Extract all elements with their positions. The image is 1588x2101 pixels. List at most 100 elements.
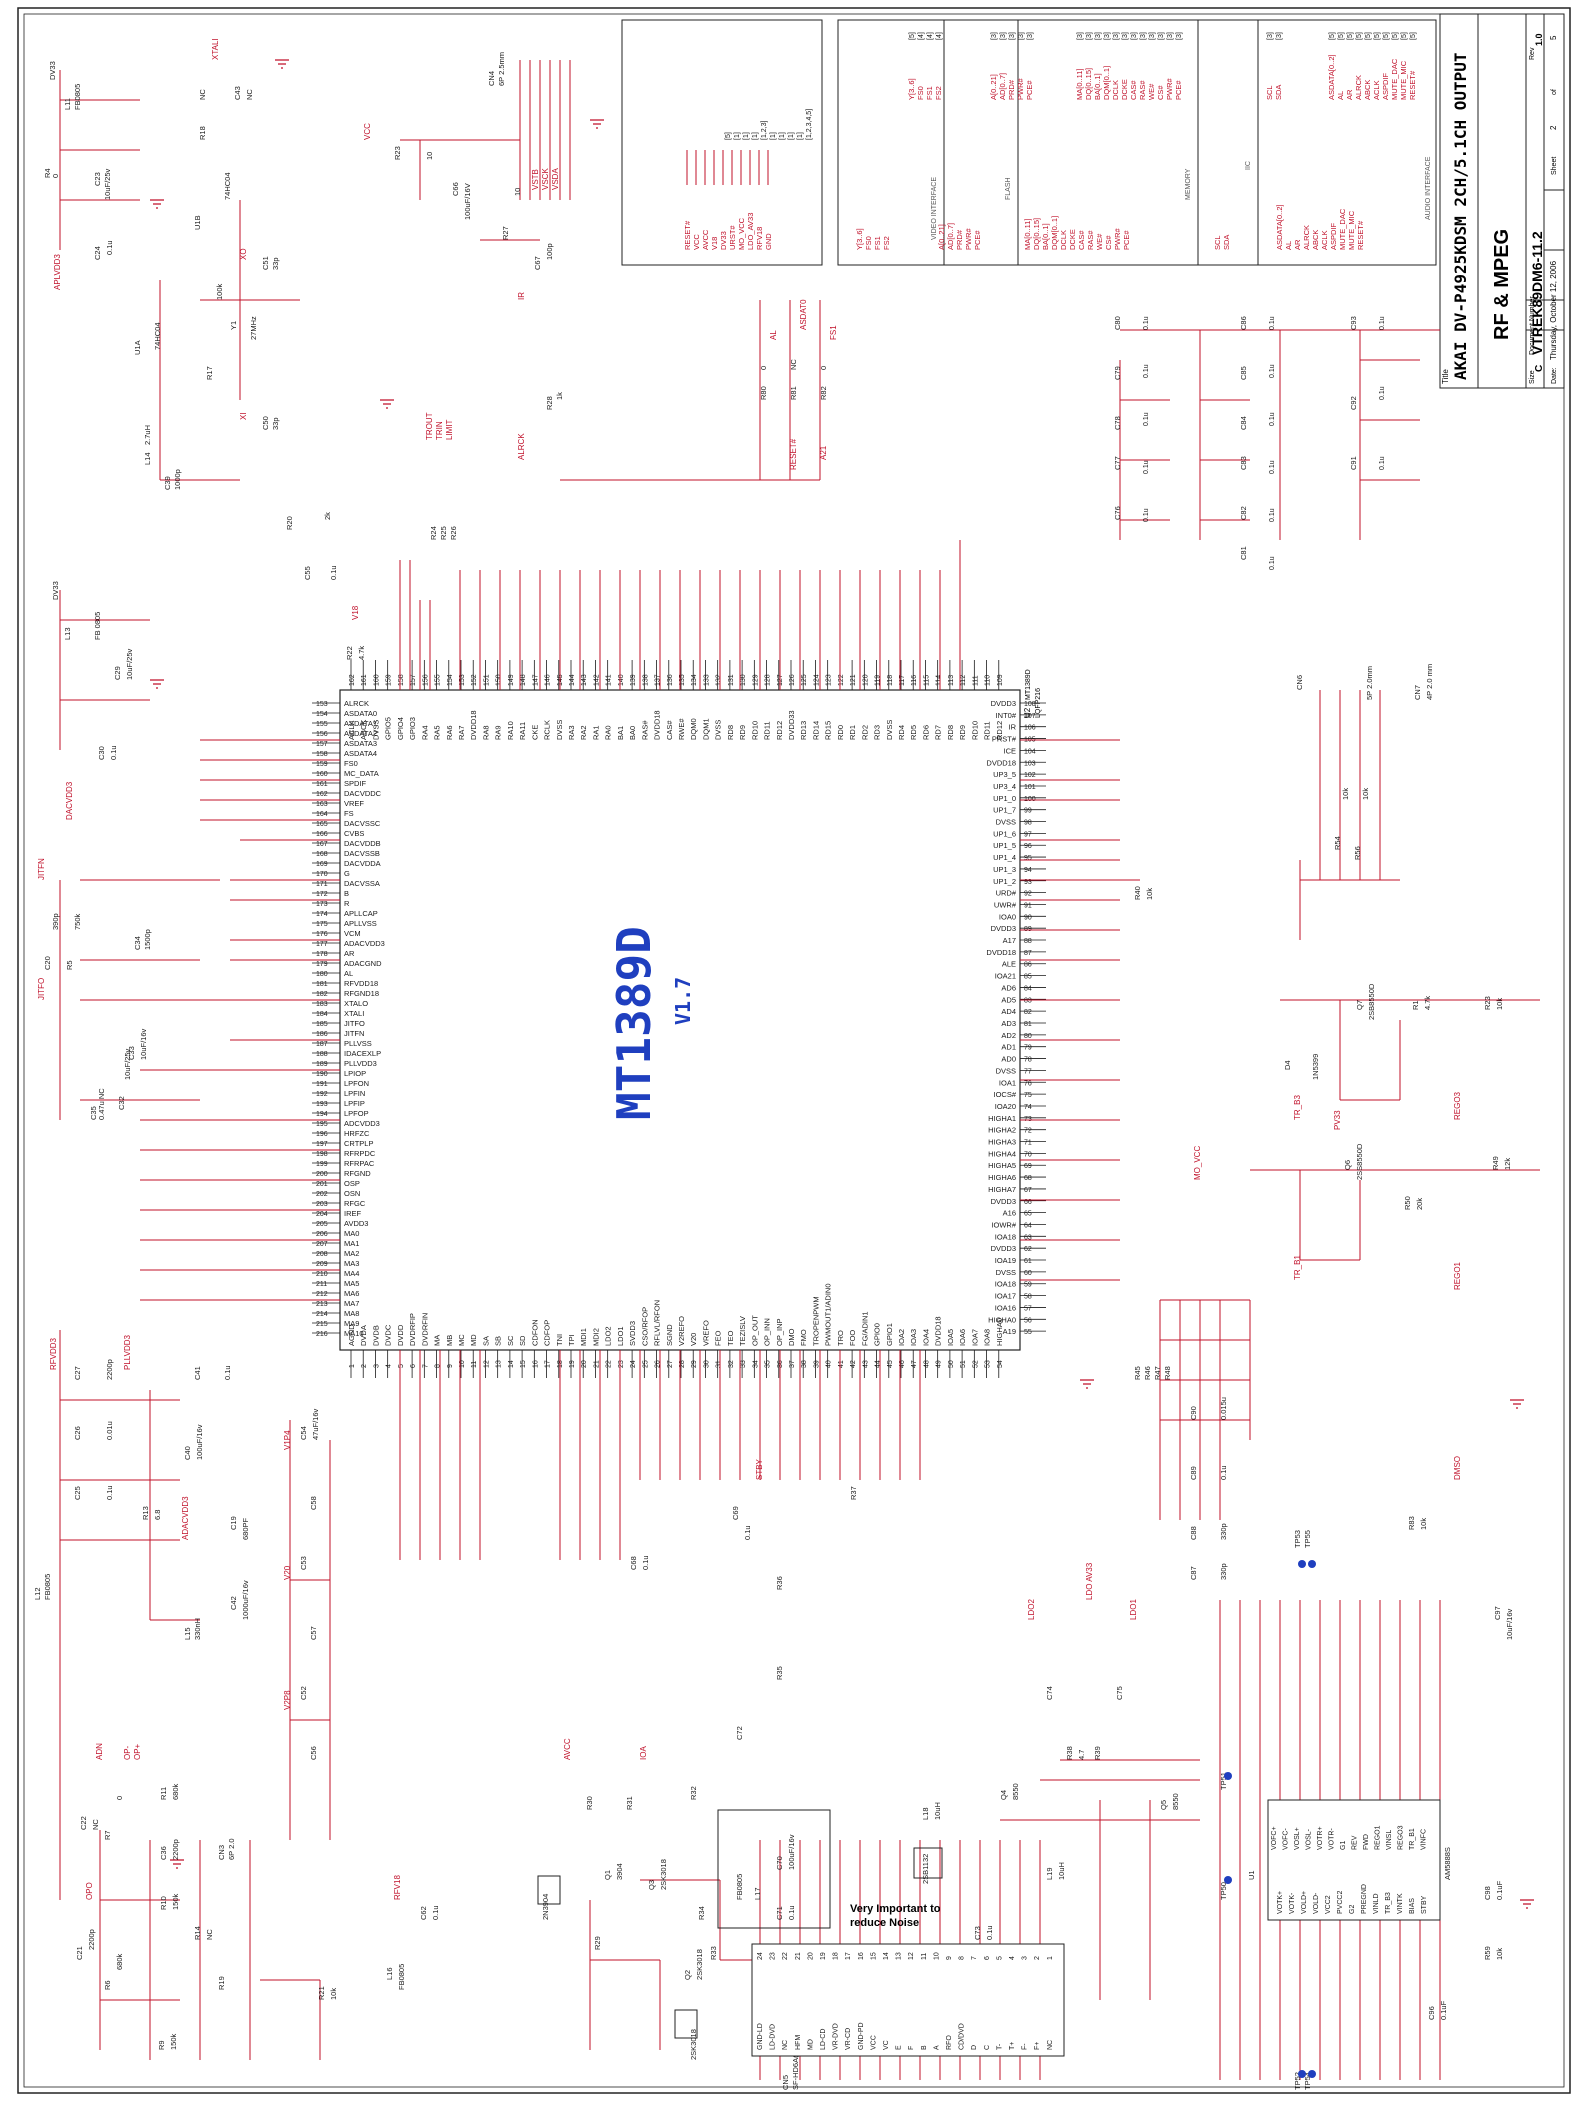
- bottom-pin-name: IOA7: [970, 1329, 979, 1346]
- top-pin-name: DVSS: [885, 720, 894, 740]
- right-pin-name: IOA17: [995, 1292, 1016, 1301]
- bottom-pin-number: 29: [691, 1360, 698, 1368]
- part-r81v: NC: [789, 359, 798, 370]
- top-pin-name: RD0: [836, 725, 845, 740]
- part-q1v: 3904: [615, 1863, 624, 1880]
- part-c41v: 0.1u: [223, 1365, 232, 1380]
- bottom-pin-number: 8: [435, 1364, 442, 1368]
- top-pin-number: 149: [508, 674, 515, 686]
- part-q4v: 8550: [1011, 1783, 1020, 1800]
- cn5-pin-number: 13: [896, 1952, 903, 1960]
- part-r10v: 150k: [171, 1893, 180, 1910]
- part-r83: R83: [1407, 1516, 1416, 1530]
- memory-nets-net-label: CAS#: [1077, 230, 1086, 250]
- top-pin-name: RD6: [921, 725, 930, 740]
- part-c36: C36: [159, 1846, 168, 1860]
- part-r27v: 10: [513, 188, 522, 196]
- bottom-pin-name: HIGHA0: [995, 1318, 1004, 1346]
- cn5-pin-name: RFO: [946, 2035, 953, 2050]
- part-xo: XO: [239, 248, 248, 260]
- top-pin-name: RCLK: [543, 720, 552, 740]
- top-box-page-ref: [1]: [743, 132, 750, 140]
- left-pin-number: 186: [316, 1031, 328, 1038]
- top-pin-number: 143: [581, 674, 588, 686]
- bottom-pin-name: TEO: [726, 1330, 735, 1346]
- part-r5v: 750k: [73, 913, 82, 930]
- left-pin-name: IREF: [344, 1209, 362, 1218]
- top-pin-name: RD9: [958, 725, 967, 740]
- cn5-pin-name: F-: [1022, 2043, 1029, 2050]
- right-pin-name: HIGHA7: [988, 1185, 1016, 1194]
- part-c69v: 0.1u: [743, 1525, 752, 1540]
- top-pin-number: 138: [642, 674, 649, 686]
- right-pin-number: 72: [1024, 1128, 1032, 1135]
- part-c40v: 100uF/16v: [195, 1424, 204, 1460]
- left-pin-number: 155: [316, 721, 328, 728]
- left-pin-name: LPFOP: [344, 1109, 369, 1118]
- top-pin-number: 133: [703, 674, 710, 686]
- part-r34: R34: [697, 1906, 706, 1920]
- part-rfv18: RFV18: [393, 1875, 402, 1900]
- right-pin-number: 57: [1024, 1305, 1032, 1312]
- bottom-pin-number: 45: [887, 1360, 894, 1368]
- part-vstb: VSTB: [531, 169, 540, 190]
- video-nets-page-ref: [5]: [909, 32, 916, 40]
- right-pin-name: UP1_5: [993, 841, 1016, 850]
- audio-nets-page-ref: [5]: [1338, 32, 1345, 40]
- part-r50: R50: [1403, 1196, 1412, 1210]
- part-c85-value: 0.1u: [1269, 364, 1276, 378]
- right-pin-name: UP1_3: [993, 865, 1016, 874]
- right-pin-name: ICE: [1003, 746, 1016, 755]
- top-pin-number: 112: [960, 675, 967, 686]
- tp53-dot: [1298, 1560, 1306, 1568]
- part-c51: C51: [261, 256, 270, 270]
- part-c21: C21: [75, 1946, 84, 1960]
- part-rfvdd3: RFVDD3: [49, 1337, 58, 1370]
- part-c68v: 0.1u: [641, 1555, 650, 1570]
- part-l12: L12: [33, 1587, 42, 1600]
- right-pin-number: 85: [1024, 974, 1032, 981]
- memory-nets-net-label: DCKE: [1068, 229, 1077, 250]
- left-pin-name: RFGND18: [344, 989, 379, 998]
- part-c92: C92: [1349, 396, 1358, 410]
- right-pin-number: 98: [1024, 820, 1032, 827]
- u1-right-pin: REGO3: [1398, 1825, 1405, 1850]
- part-r54: R54: [1333, 836, 1342, 850]
- u1-right-pin: REV: [1352, 1835, 1359, 1850]
- top-pin-number: 141: [606, 674, 613, 686]
- right-pin-name: UP1_7: [993, 806, 1016, 815]
- cn5-pin-name: VC: [883, 2040, 890, 2050]
- memory-nets-page-ref: [3]: [1167, 32, 1174, 40]
- right-pin-name: UP1_4: [993, 853, 1016, 862]
- part-c89: C89: [1189, 1466, 1198, 1480]
- left-pin-number: 178: [316, 951, 328, 958]
- right-pin-number: 84: [1024, 985, 1032, 992]
- left-pin-number: 216: [316, 1331, 328, 1338]
- bottom-pin-name: AGND: [347, 1324, 356, 1346]
- memory-nets-page-ref: [3]: [1086, 32, 1093, 40]
- part-u1v: AM5888S: [1443, 1847, 1452, 1880]
- u1-right-pin: VOTR+: [1317, 1826, 1324, 1850]
- bottom-pin-name: GPIO1: [885, 1323, 894, 1346]
- cn5-pin-number: 17: [845, 1952, 852, 1960]
- power-net-box: RESET#[5]VCC[1]AVCC[1]V18[1]DV33[1,2,3]U…: [621, 19, 823, 266]
- part-r50v: 20k: [1415, 1198, 1424, 1210]
- bottom-pin-number: 46: [899, 1360, 906, 1368]
- part-r39: R39: [1093, 1746, 1102, 1760]
- top-pin-name: RD4: [897, 725, 906, 740]
- part-c55: C55: [303, 566, 312, 580]
- part-c51v: 33p: [271, 257, 280, 270]
- left-pin-name: FS: [344, 809, 354, 818]
- u1-left-pin: VINLD: [1373, 1893, 1380, 1914]
- of-label: of: [1551, 89, 1558, 95]
- part-r56: R56: [1353, 846, 1362, 860]
- part-c97v: 10uF/16v: [1505, 1608, 1514, 1640]
- cn5-connector: GND-LD24LD-DVD23NC22HFM21MD20LD-CD19VR-D…: [751, 1943, 1065, 2057]
- part-r59: R59: [1483, 1946, 1492, 1960]
- cn5-pin-name: VCC: [870, 2035, 877, 2050]
- audio-nets-net-label: AL: [1284, 241, 1293, 250]
- cn5-pin-name: LD-DVD: [770, 2024, 777, 2050]
- top-pin-number: 151: [483, 674, 490, 686]
- part-c43: C43: [233, 86, 242, 100]
- part-c88v: 330p: [1219, 1523, 1228, 1540]
